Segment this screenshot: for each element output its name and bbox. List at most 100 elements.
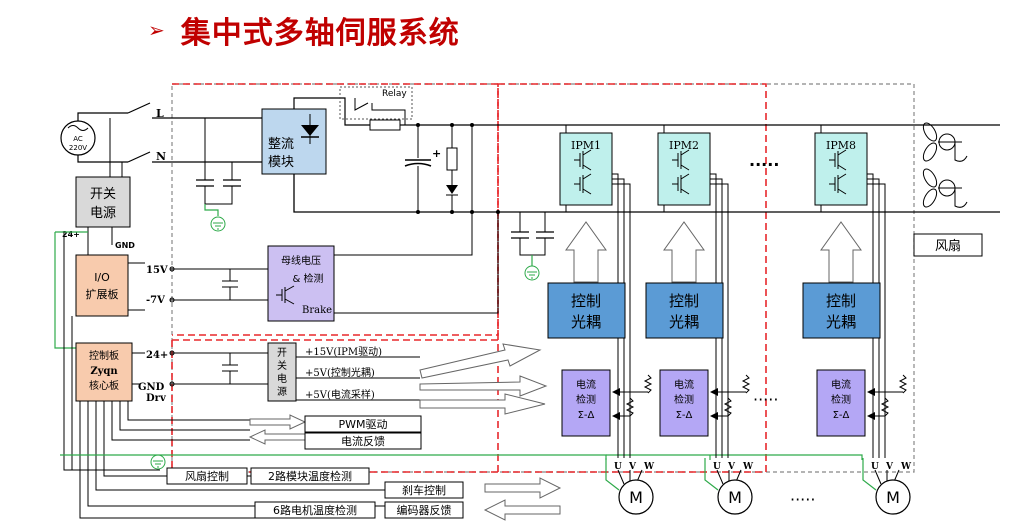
ipm-label: IPM2 xyxy=(669,139,699,152)
encoder-feedback-label-box xyxy=(384,501,464,519)
drive-arrow xyxy=(663,221,705,283)
svg-text:24+: 24+ xyxy=(146,350,168,361)
module-temp-label-box xyxy=(250,467,370,485)
fan-icon xyxy=(922,122,968,162)
current-sense-block xyxy=(816,369,866,437)
svg-text:GND: GND xyxy=(138,382,165,393)
current-sense-label: Σ-Δ xyxy=(833,410,850,421)
current-feedback-label-box xyxy=(304,432,422,450)
igbt-icon xyxy=(276,285,295,305)
motor-label: M xyxy=(886,488,900,507)
svg-text:Zyqn: Zyqn xyxy=(90,366,118,377)
drive-arrow xyxy=(820,221,862,283)
power-arrow-mid xyxy=(419,375,548,397)
current-sense-label: 检测 xyxy=(576,393,596,406)
drive-arrow xyxy=(565,221,607,283)
bullet-arrow-icon: ➢ xyxy=(148,18,165,42)
phase-u-label: U xyxy=(871,462,879,472)
relay-box xyxy=(339,86,413,120)
svg-text:风扇控制: 风扇控制 xyxy=(185,469,229,483)
control-board-block xyxy=(75,342,133,402)
ground-icon xyxy=(210,216,226,232)
opto-label: 光耦 xyxy=(669,313,699,331)
current-sense-label: 检测 xyxy=(831,393,851,406)
phase-v-label: V xyxy=(727,462,736,472)
phase-w-label: W xyxy=(900,462,912,472)
svg-text:关: 关 xyxy=(277,359,287,372)
pwm-drive-label-box xyxy=(304,415,422,433)
current-sense-label: Σ-Δ xyxy=(578,410,595,421)
line-L-label: L xyxy=(156,107,164,120)
relay-label: Relay xyxy=(382,89,407,99)
motor-icon xyxy=(875,479,911,515)
motor-label: M xyxy=(728,488,742,507)
motor-label: M xyxy=(629,488,643,507)
phase-u-label: U xyxy=(614,462,622,472)
ac-label: AC xyxy=(73,135,83,143)
svg-text:开关: 开关 xyxy=(90,187,116,202)
phase-w-label: W xyxy=(643,462,655,472)
svg-text:Brake: Brake xyxy=(302,305,332,316)
igbt-icon xyxy=(672,149,690,171)
igbt-icon xyxy=(574,149,592,171)
brake-control-label-box xyxy=(384,481,464,499)
ground-icon xyxy=(524,265,540,281)
svg-text:+: + xyxy=(432,147,441,160)
phase-v-label: V xyxy=(885,462,894,472)
bus-voltage-brake-block xyxy=(267,245,335,322)
ac-voltage: 220V xyxy=(69,144,87,152)
igbt-icon xyxy=(829,149,847,171)
motor-temp-label-box xyxy=(254,501,376,519)
svg-text:& 检测: & 检测 xyxy=(293,272,324,285)
svg-text:刹车控制: 刹车控制 xyxy=(402,483,446,497)
motor-ellipsis: ····· xyxy=(790,490,815,509)
current-sense-label: 检测 xyxy=(674,393,694,406)
current-sense-label: 电流 xyxy=(674,378,694,391)
opto-block xyxy=(547,282,626,339)
psu-out-5v-sense: +5V(电流采样) xyxy=(305,388,375,401)
line-N-label: N xyxy=(156,150,166,163)
fan-icon xyxy=(922,168,968,208)
svg-text:6路电机温度检测: 6路电机温度检测 xyxy=(273,503,357,517)
fan-label-box xyxy=(913,233,983,257)
power-arrow-down xyxy=(419,393,546,415)
svg-text:电源: 电源 xyxy=(90,206,116,221)
opto-block xyxy=(802,282,881,339)
svg-text:2路模块温度检测: 2路模块温度检测 xyxy=(268,469,352,483)
psu-out-5v-opto: +5V(控制光耦) xyxy=(305,366,375,379)
diode-icon xyxy=(301,114,319,144)
opto-label: 光耦 xyxy=(571,313,601,331)
phase-u-label: U xyxy=(713,462,721,472)
ipm-block xyxy=(814,132,868,206)
ac-source: AC 220V xyxy=(60,120,96,156)
opto-label: 光耦 xyxy=(826,313,856,331)
current-sense-label: 电流 xyxy=(576,378,596,391)
current-sense-block xyxy=(659,369,709,437)
current-sense-label: Σ-Δ xyxy=(676,410,693,421)
opto-label: 控制 xyxy=(826,292,856,310)
opto-label: 控制 xyxy=(669,292,699,310)
fan-label: 风扇 xyxy=(935,238,961,254)
ground-icon xyxy=(150,454,166,470)
phase-w-label: W xyxy=(742,462,754,472)
svg-text:Drv: Drv xyxy=(146,393,167,404)
svg-text:电流反馈: 电流反馈 xyxy=(341,434,385,448)
fan-control-label-box xyxy=(166,467,248,485)
rectifier-label-1: 整流 xyxy=(268,137,294,152)
rectifier-block xyxy=(261,108,327,175)
opto-block xyxy=(645,282,724,339)
svg-text:核心板: 核心板 xyxy=(89,379,119,392)
slide-title: ➢ 集中式多轴伺服系统 xyxy=(148,10,460,51)
switch-psu-block xyxy=(75,176,131,228)
phase-v-label: V xyxy=(628,462,637,472)
ipm-label: IPM8 xyxy=(826,139,856,152)
opto-label: 控制 xyxy=(571,292,601,310)
svg-text:-7V: -7V xyxy=(146,295,165,306)
svg-text:电: 电 xyxy=(277,372,287,385)
motor-icon xyxy=(717,479,753,515)
sense-ellipsis: ····· xyxy=(753,390,778,409)
